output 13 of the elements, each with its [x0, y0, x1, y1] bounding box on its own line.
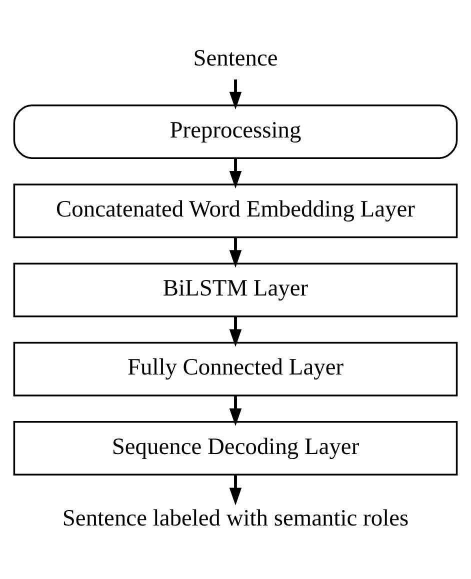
arrow: [229, 158, 242, 188]
arrow: [229, 236, 242, 268]
arrow: [229, 316, 242, 346]
node-box: Fully Connected Layer: [13, 341, 458, 396]
node-box: Concatenated Word Embedding Layer: [13, 183, 458, 238]
node-text: Sentence labeled with semantic roles: [62, 505, 409, 532]
arrow: [229, 474, 242, 505]
node-text: Sentence: [193, 44, 278, 71]
node-box: Preprocessing: [13, 104, 458, 158]
node-box: Sequence Decoding Layer: [13, 420, 458, 476]
arrow: [229, 78, 242, 109]
node-box: BiLSTM Layer: [13, 262, 458, 317]
arrow: [229, 395, 242, 426]
